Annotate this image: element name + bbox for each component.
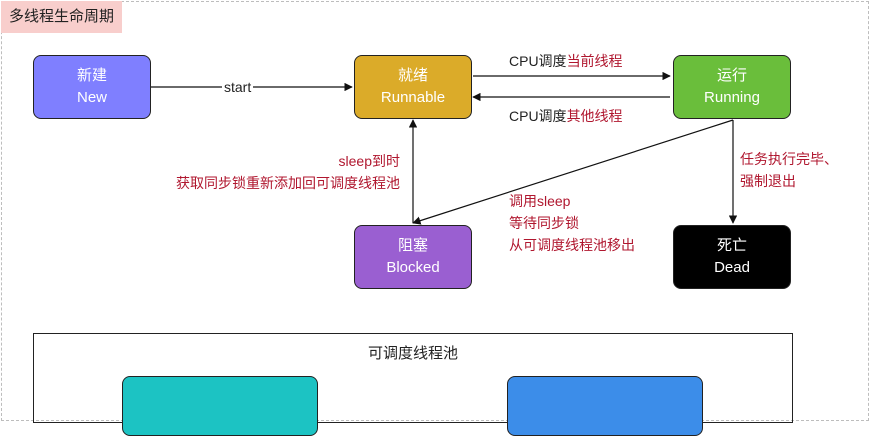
state-new-en: New — [76, 89, 107, 106]
edge-label-running-to-dead-line1: 任务执行完毕、 — [740, 151, 838, 167]
edge-running-to-blocked — [412, 119, 734, 225]
state-blocked-en: Blocked — [386, 259, 440, 276]
state-blocked: 阻塞 Blocked — [354, 225, 472, 289]
edge-label-running-to-blocked-line1: 调用sleep — [509, 193, 571, 209]
edge-label-running-to-blocked: 调用sleep 等待同步锁 从可调度线程池移出 — [509, 190, 635, 256]
diagram-title: 多线程生命周期 — [1, 1, 123, 33]
pool-box-right — [507, 376, 703, 436]
edge-label-to-runnable: CPU调度其他线程 — [509, 105, 623, 127]
state-running-cn: 运行 — [716, 67, 747, 84]
state-runnable-cn: 就绪 — [397, 67, 428, 84]
state-new-cn: 新建 — [76, 67, 107, 84]
edge-label-running-to-dead: 任务执行完毕、 强制退出 — [740, 148, 838, 192]
edge-label-running-to-blocked-line3: 从可调度线程池移出 — [509, 237, 635, 253]
state-dead-en: Dead — [714, 259, 750, 276]
edge-label-blocked-to-runnable-line1: sleep到时 — [338, 153, 400, 169]
edge-label-running-to-blocked-line2: 等待同步锁 — [509, 215, 579, 231]
pool-title: 可调度线程池 — [367, 345, 458, 362]
state-dead: 死亡 Dead — [673, 225, 791, 289]
state-runnable-en: Runnable — [380, 89, 446, 106]
edge-label-to-running: CPU调度当前线程 — [509, 50, 623, 72]
edge-label-to-runnable-highlight: 其他线程 — [566, 108, 623, 124]
schedulable-thread-pool: 可调度线程池 — [33, 333, 793, 436]
edge-label-running-to-dead-line2: 强制退出 — [740, 173, 796, 189]
edge-label-to-runnable-prefix: CPU调度 — [509, 108, 567, 124]
state-runnable: 就绪 Runnable — [354, 55, 472, 119]
state-running: 运行 Running — [673, 55, 791, 119]
pool-box-left — [122, 376, 318, 436]
edge-label-blocked-to-runnable: sleep到时 获取同步锁重新添加回可调度线程池 — [176, 150, 400, 194]
state-running-en: Running — [704, 89, 760, 106]
state-dead-cn: 死亡 — [716, 237, 747, 254]
edge-label-blocked-to-runnable-line2: 获取同步锁重新添加回可调度线程池 — [176, 175, 400, 191]
state-blocked-cn: 阻塞 — [397, 237, 428, 254]
edge-label-start: start — [222, 76, 254, 98]
state-new: 新建 New — [33, 55, 151, 119]
edge-label-to-running-highlight: 当前线程 — [566, 53, 623, 69]
edge-label-to-running-prefix: CPU调度 — [509, 53, 567, 69]
